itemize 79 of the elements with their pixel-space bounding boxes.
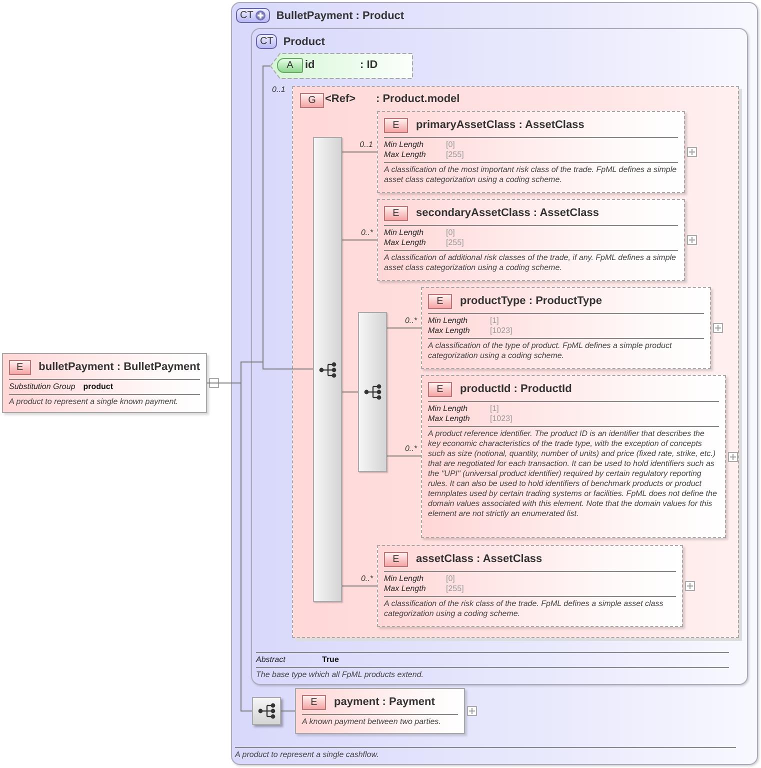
property-name: Substitution Group [9,382,76,392]
badge-label: CT [240,10,254,22]
multiplicity-label: 0..1 [272,85,286,95]
description-text: A known payment between two parties. [302,717,442,727]
description-text: A classification of additional risk classes of the trade, if any. FpML defines a simple asset class categorization using a coding scheme. [384,253,677,273]
type-badge: E [302,694,326,710]
group-type: : Product.model [376,93,460,105]
group-name: <Ref> [325,93,356,105]
element-name: productId : ProductId [460,383,572,395]
description-text: A product reference identifier. The product ID is an identifier that describes the key economic characteristics of the trade type, with the exception of concepts such as size (notional, quantity, number of units) and price (fixed rate, strike, etc.) that are negotiated for each transaction. It can be used to hold identifiers such as the "UPI" (universal product identifier) required by certain regulatory reporting rules. It can also be used to hold identifiers of benchmark products or product temnplates used by certain trading systems or facilities. FpML does not define the domain values associated with this element. Note that the domain values for this element are not strictly an enumerated list. [428,429,718,519]
property-value: [0] [446,574,455,584]
type-badge: E [428,294,452,308]
multiplicity-label: 0..1 [360,140,373,150]
type-badge: G [300,93,324,108]
attribute-type: : ID [360,59,378,71]
description-text: A product to represent a single cashflow. [235,750,380,760]
description-text: The base type which all FpML products extend. [256,670,424,680]
multiplicity-label: 0..* [404,316,417,326]
multiplicity-label: 0..* [360,228,373,238]
element-name: assetClass : AssetClass [416,553,542,565]
property-value: [255] [446,238,464,248]
description-text: A classification of the type of product. FpML defines a simple product categorization using a coding scheme. [428,341,673,361]
description-text: A product to represent a single known payment. [9,397,180,407]
element-name: secondaryAssetClass : AssetClass [416,207,600,219]
property-value: product [83,382,114,392]
property-value: [255] [446,584,464,594]
type-badge: A [277,58,303,73]
property-value: [1] [490,404,499,414]
property-value: [0] [446,140,455,150]
type-badge: E [428,382,452,396]
connector-line [292,368,314,370]
element-name: payment : Payment [334,696,435,708]
element-box [421,375,726,538]
complex-type-box [251,28,748,685]
element-box [421,287,711,369]
attribute-box [270,53,413,79]
type-badge: CT [256,34,278,49]
type-name: Product [283,36,325,48]
element-box [295,688,465,734]
property-name: Min Length [428,404,469,414]
multiplicity-label: 0..* [360,574,373,584]
description-text: A classification of the risk class of the trade. FpML defines a simple asset class categorization using a coding scheme. [384,599,664,619]
property-name: Min Length [428,316,469,326]
property-value: [1023] [490,326,512,336]
property-name: Max Length [384,238,427,248]
type-badge: E [384,206,408,220]
property-name: Abstract [256,655,286,665]
property-value: True [322,655,339,665]
element-name: primaryAssetClass : AssetClass [416,119,584,131]
property-name: Max Length [384,150,427,160]
type-badge: E [384,118,408,132]
complex-type-box [231,2,758,765]
element-name: productType : ProductType [460,295,602,307]
element-box [377,199,685,281]
property-value: [0] [446,228,455,238]
type-badge: E [9,360,31,374]
element-box [2,353,207,413]
sequence-bar [313,137,342,602]
type-name: BulletPayment : Product [276,10,404,22]
attribute-name: id [305,59,315,71]
sequence-box [252,697,281,725]
property-name: Max Length [428,326,471,336]
property-name: Max Length [384,584,427,594]
element-name: bulletPayment : BulletPayment [38,361,200,373]
element-box [377,545,683,627]
multiplicity-label: 0..* [404,444,417,454]
description-text: A classification of the most important risk class of the trade. FpML defines a simple asset class categorization using a coding scheme. [384,165,678,185]
type-badge: E [384,552,408,566]
group-box [292,86,739,638]
property-name: Min Length [384,140,425,150]
property-value: [1] [490,316,499,326]
choice-bar [358,312,387,472]
property-name: Min Length [384,228,425,238]
property-name: Max Length [428,414,471,424]
property-name: Min Length [384,574,425,584]
connector-line [280,710,296,712]
property-value: [1023] [490,414,512,424]
element-box [377,111,685,193]
property-value: [255] [446,150,464,160]
